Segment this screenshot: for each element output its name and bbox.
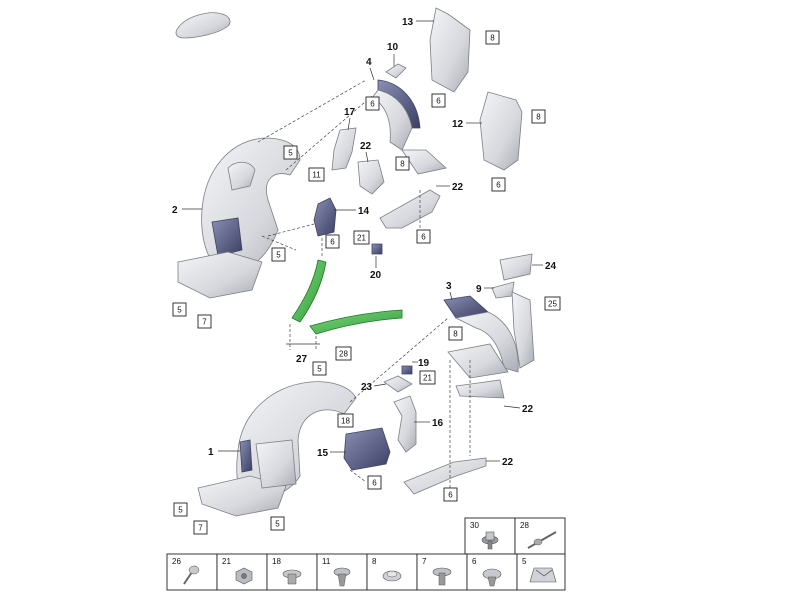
side-panel-13[interactable]	[429, 7, 471, 93]
push-rivet-icon	[482, 568, 502, 587]
box-5-a: 5	[288, 149, 293, 158]
callout-23: 23	[361, 382, 373, 393]
callout-4: 4	[366, 57, 372, 68]
cover-15[interactable]	[343, 427, 391, 471]
wheel-arch-cover-22[interactable]	[379, 189, 441, 229]
legend-cell-26[interactable]	[166, 553, 218, 591]
callout-3: 3	[446, 281, 452, 292]
legend-num-30: 30	[470, 521, 479, 530]
box-5-d: 5	[317, 365, 322, 374]
vehicle-silhouette-icon	[175, 12, 231, 39]
box-8-b: 8	[536, 113, 541, 122]
callout-24: 24	[545, 261, 557, 272]
callout-20: 20	[370, 270, 382, 281]
clip-screw-icon	[282, 569, 302, 585]
flange-screw-icon	[432, 567, 452, 586]
seal-strip-28[interactable]	[309, 309, 403, 335]
panel-25[interactable]	[511, 291, 535, 369]
callout-22-d: 22	[502, 457, 514, 468]
legend-num-28: 28	[520, 521, 529, 530]
callout-22-c: 22	[522, 404, 534, 415]
air-duct-16[interactable]	[393, 395, 417, 453]
box-7-a: 7	[202, 318, 207, 327]
box-5-c: 5	[177, 306, 182, 315]
callout-17: 17	[344, 107, 356, 118]
legend-num-11: 11	[322, 557, 331, 566]
box-5-b: 5	[276, 251, 281, 260]
brake-duct-14[interactable]	[313, 197, 337, 237]
wheel-arch-shield-3[interactable]	[443, 295, 519, 399]
box-25: 25	[548, 300, 557, 309]
wheel-arch-shield-4[interactable]	[371, 79, 447, 175]
box-7-b: 7	[198, 524, 203, 533]
legend-num-8: 8	[372, 557, 377, 566]
box-21-b: 21	[423, 374, 432, 383]
box-8-a: 8	[490, 34, 495, 43]
callout-13: 13	[402, 17, 414, 28]
box-11: 11	[312, 171, 321, 180]
legend-num-21: 21	[222, 557, 231, 566]
bracket-10[interactable]	[385, 63, 407, 79]
callout-10: 10	[387, 42, 399, 53]
callout-15: 15	[317, 448, 329, 459]
callout-19: 19	[418, 358, 430, 369]
box-6-d: 6	[330, 238, 335, 247]
callout-22-b: 22	[452, 182, 464, 193]
box-6-g: 6	[448, 491, 453, 500]
callout-9: 9	[476, 284, 482, 295]
torx-bolt-icon	[481, 531, 499, 550]
side-panel-12[interactable]	[479, 91, 523, 171]
legend-num-26: 26	[172, 557, 181, 566]
fastener-legend: 30 28 26 21 18 11 8 7 6 5	[166, 517, 566, 591]
clip-19[interactable]	[401, 365, 413, 375]
clip-9[interactable]	[491, 281, 515, 299]
legend-num-18: 18	[272, 557, 281, 566]
box-8-d: 8	[453, 330, 458, 339]
boxed-callouts: 5 5 5 5 5 5 6 6 6 6 6 6 6 7 7 8 8 8 8 11…	[172, 30, 561, 535]
box-5-e: 5	[178, 506, 183, 515]
legend-num-7: 7	[422, 557, 427, 566]
legend-cell-28[interactable]	[514, 517, 566, 555]
grille-23[interactable]	[383, 375, 413, 393]
callout-12: 12	[452, 119, 464, 130]
box-8-c: 8	[400, 160, 405, 169]
expansion-rivet-icon	[333, 567, 351, 587]
callout-16: 16	[432, 418, 444, 429]
box-18: 18	[341, 417, 350, 426]
seal-strip-27[interactable]	[291, 259, 327, 323]
callout-27: 27	[296, 354, 308, 365]
box-6-e: 6	[421, 233, 426, 242]
box-28: 28	[339, 350, 348, 359]
callout-2: 2	[172, 205, 178, 216]
screw-icon	[183, 565, 200, 585]
legend-num-5: 5	[522, 557, 527, 566]
plastic-rivet-icon	[382, 570, 402, 582]
callout-labels: 1 2 3 4 9 10 12 13 14 15 16 17 19 20 22 …	[172, 17, 557, 468]
callout-1: 1	[208, 447, 214, 458]
wheel-housing-liner-upper[interactable]	[177, 137, 301, 299]
callout-22-a: 22	[360, 141, 372, 152]
box-6-f: 6	[372, 479, 377, 488]
wheel-housing-liner-lower[interactable]	[197, 381, 357, 517]
hex-nut-icon	[235, 567, 253, 585]
box-6-c: 6	[496, 181, 501, 190]
trim-24[interactable]	[499, 253, 533, 281]
bracket-22-upper[interactable]	[357, 159, 385, 195]
spring-clip-icon	[529, 567, 557, 583]
leader-lines	[257, 79, 471, 488]
box-21-a: 21	[357, 234, 366, 243]
box-6-b: 6	[436, 97, 441, 106]
long-screw-icon	[527, 531, 557, 549]
wheel-arch-cover-22-lower[interactable]	[403, 457, 487, 495]
clip-20[interactable]	[371, 243, 383, 255]
callout-14: 14	[358, 206, 370, 217]
box-6-a: 6	[370, 100, 375, 109]
air-duct-17[interactable]	[331, 127, 357, 171]
legend-num-6: 6	[472, 557, 477, 566]
box-5-f: 5	[275, 520, 280, 529]
